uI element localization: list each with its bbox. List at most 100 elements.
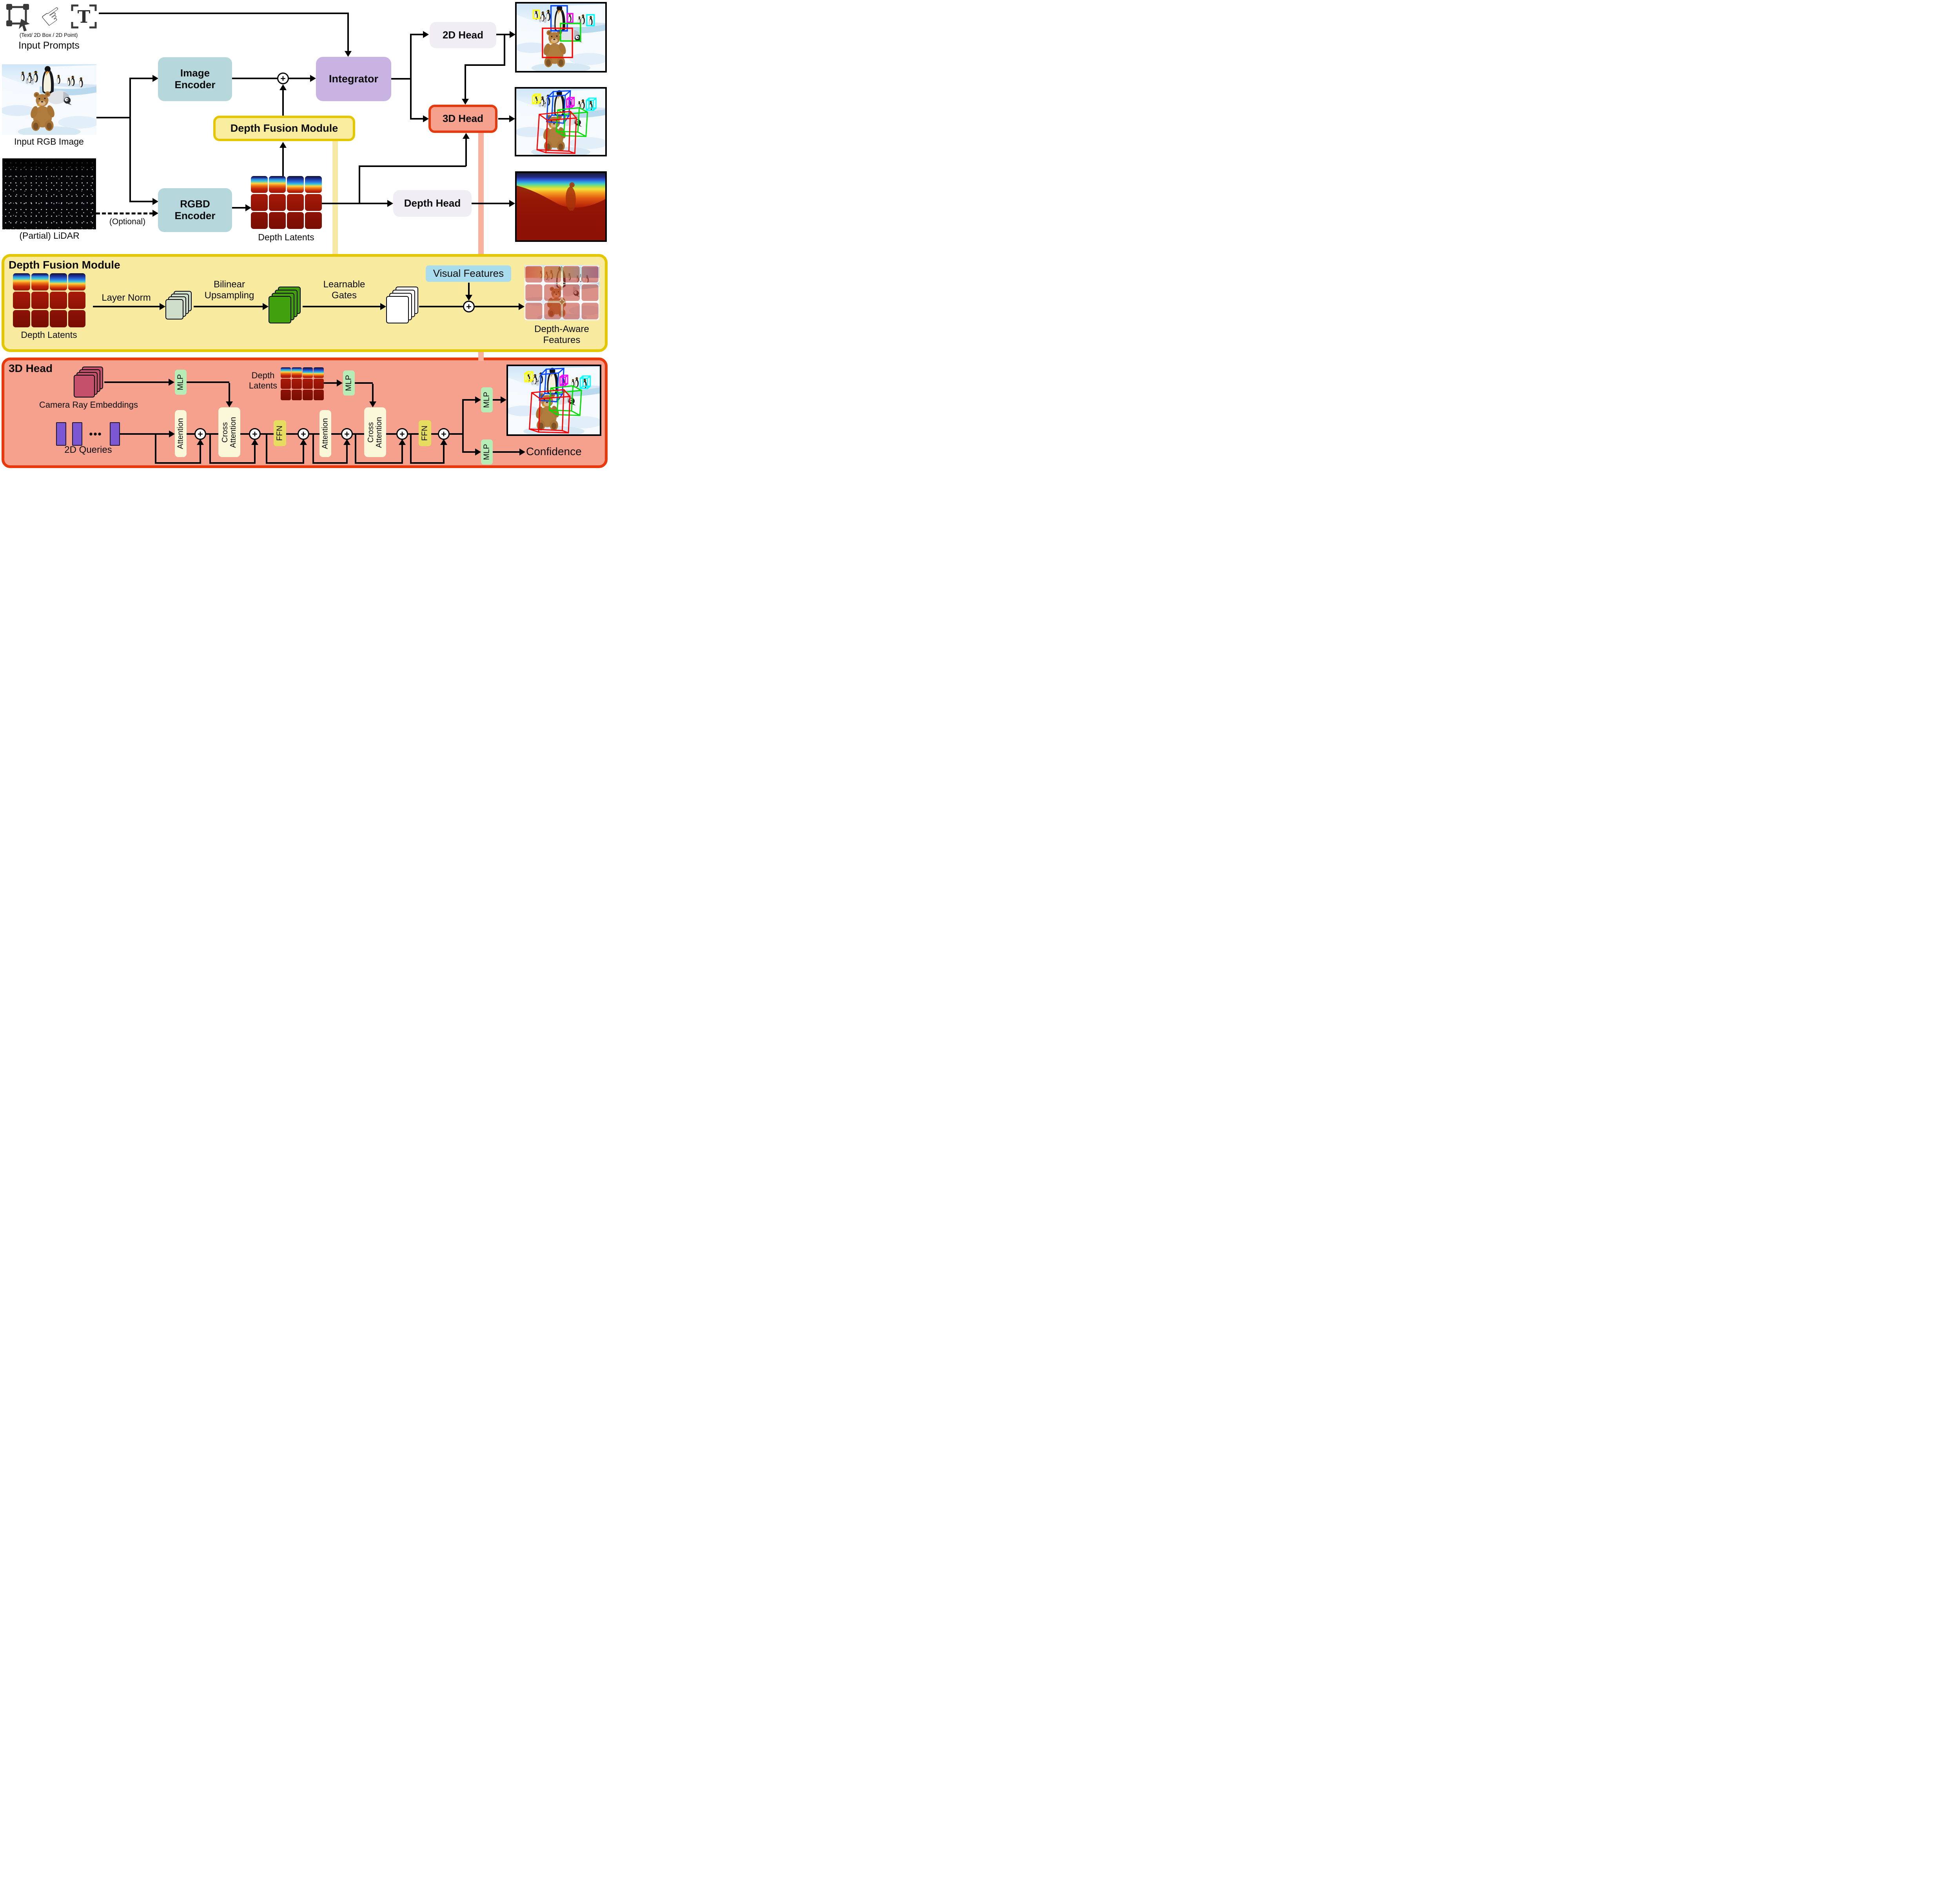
skip-rise-2 — [254, 445, 256, 463]
mlp-boxes-box: MLP — [481, 387, 493, 412]
connector-main-11 — [408, 433, 419, 435]
image-encoder-box: Image Encoder — [158, 57, 232, 101]
image-encoder-label-l2: Encoder — [174, 79, 216, 91]
dfm-connector-band — [332, 140, 338, 256]
head-2d-box: 2D Head — [430, 22, 496, 48]
layernorm-output-stack — [165, 291, 192, 320]
optional-label: (Optional) — [109, 217, 146, 226]
plus-icon-fusion: + — [277, 73, 289, 84]
connector-mlp-img4 — [493, 399, 501, 401]
attention2-box: Attention — [319, 410, 331, 457]
connector-rgb-out — [96, 117, 131, 118]
queries-label: 2D Queries — [64, 445, 112, 455]
arrowhead-rgbd-encoder — [152, 198, 158, 205]
mlp-latents-label: MLP — [344, 375, 353, 391]
arrowhead-out-mlp2 — [475, 448, 481, 456]
skip-rise-6 — [443, 445, 445, 463]
arrowhead-ca1-top — [226, 401, 233, 407]
arrowhead-image-encoder — [152, 75, 158, 82]
skip-drop-4 — [312, 434, 314, 464]
connector-2d3d-h — [465, 64, 505, 66]
arrowhead-img4 — [501, 396, 506, 403]
skip-rail-2 — [209, 462, 256, 464]
connector-to-3dhead — [412, 118, 423, 120]
dfm-label-text: Depth Fusion Module — [230, 122, 338, 134]
connector-plus-out — [475, 306, 519, 307]
upsampled-stack — [269, 287, 301, 324]
connector-main-6 — [286, 433, 298, 435]
gates-label-l2: Gates — [331, 290, 357, 301]
cross-attention1-box: Cross Attention — [218, 407, 240, 457]
skip-rail-1 — [155, 462, 201, 464]
skip-arrow-2 — [251, 439, 258, 445]
skip-drop-1 — [155, 434, 156, 464]
box-select-icon — [4, 2, 33, 31]
connector-mlp-confidence — [493, 451, 520, 453]
skip-arrow-3 — [300, 439, 307, 445]
connector-latents-dfm — [282, 147, 284, 176]
arrowhead-into-integrator — [345, 51, 352, 57]
connector-main-1 — [120, 433, 169, 435]
skip-arrow-6 — [440, 439, 447, 445]
cross-attention2-label: Cross Attention — [367, 417, 383, 448]
query-bar — [56, 422, 66, 446]
mlp-camera-box: MLP — [175, 370, 187, 395]
depth-aware-features-image — [524, 265, 599, 320]
bilinear-label: Bilinear Upsampling — [194, 279, 265, 301]
skip-arrow-4 — [343, 439, 350, 445]
skip-rise-4 — [346, 445, 348, 463]
arrowhead-confidence — [519, 448, 525, 456]
connector-mlp1-h — [187, 381, 229, 383]
confidence-label: Confidence — [526, 445, 582, 457]
arrowhead-ca2-top — [369, 401, 376, 407]
arrowhead-img2 — [509, 115, 515, 122]
connector-latents-branch-h — [359, 165, 466, 167]
connector-mlp3-h — [355, 382, 373, 384]
head3d-depth-latents-label: Depth Latents — [236, 370, 290, 391]
skip-rail-5 — [355, 462, 403, 464]
head-3d-label: 3D Head — [442, 113, 484, 125]
connector-gates — [303, 306, 381, 307]
integrator-box: Integrator — [316, 57, 391, 101]
ffn1-label: FFN — [275, 425, 284, 441]
head3d-depth-l1: Depth — [251, 370, 275, 380]
plus-icon-res2: + — [249, 428, 261, 440]
depth-aware-label: Depth-Aware Features — [523, 324, 601, 346]
connector-2dhead-img — [496, 34, 510, 35]
arrowhead-3dhead — [423, 115, 429, 122]
arrowhead-gates — [380, 303, 386, 310]
connector-branch-v — [129, 78, 131, 202]
arrowhead-integrator-left — [310, 75, 316, 82]
plus-icon-res6: + — [438, 428, 450, 440]
architecture-diagram: ☞ T (Text/ 2D Box / 2D Point) Input Prom… — [0, 0, 609, 472]
connector-out-mlp1 — [464, 399, 475, 401]
ffn2-box: FFN — [419, 420, 431, 446]
connector-bilinear — [194, 306, 263, 307]
head-2d-label: 2D Head — [442, 29, 484, 41]
cross2-l2: Attention — [375, 417, 383, 448]
gates-label: Learnable Gates — [309, 279, 379, 301]
rgb-image-label: Input RGB Image — [14, 136, 84, 147]
skip-rise-5 — [401, 445, 403, 463]
image-encoder-label-l1: Image — [180, 67, 210, 79]
plus-icon-res1: + — [194, 428, 206, 440]
arrowhead-3dhead-bottom — [463, 133, 470, 139]
head3d-output-image — [506, 365, 601, 436]
input-rgb-image — [2, 64, 96, 135]
visual-features-chip: Visual Features — [426, 265, 511, 282]
connector-main-12 — [431, 433, 438, 435]
connector-mlp1-v — [229, 383, 230, 402]
bilinear-label-l1: Bilinear — [213, 279, 245, 290]
arrowhead-lidar — [152, 210, 158, 217]
arrowhead-plus-bottom — [279, 84, 287, 90]
dfm-label-box: Depth Fusion Module — [213, 116, 355, 141]
connector-camera-mlp — [104, 381, 169, 383]
gated-stack — [386, 287, 419, 324]
ffn1-box: FFN — [274, 420, 286, 446]
cross1-l1: Cross — [221, 422, 229, 443]
connector-dfm-plus — [282, 89, 284, 116]
attention2-label: Attention — [321, 418, 330, 449]
connector-main-10 — [386, 433, 396, 435]
depth-latents-grid — [251, 176, 322, 229]
lidar-label: (Partial) LiDAR — [19, 231, 80, 241]
